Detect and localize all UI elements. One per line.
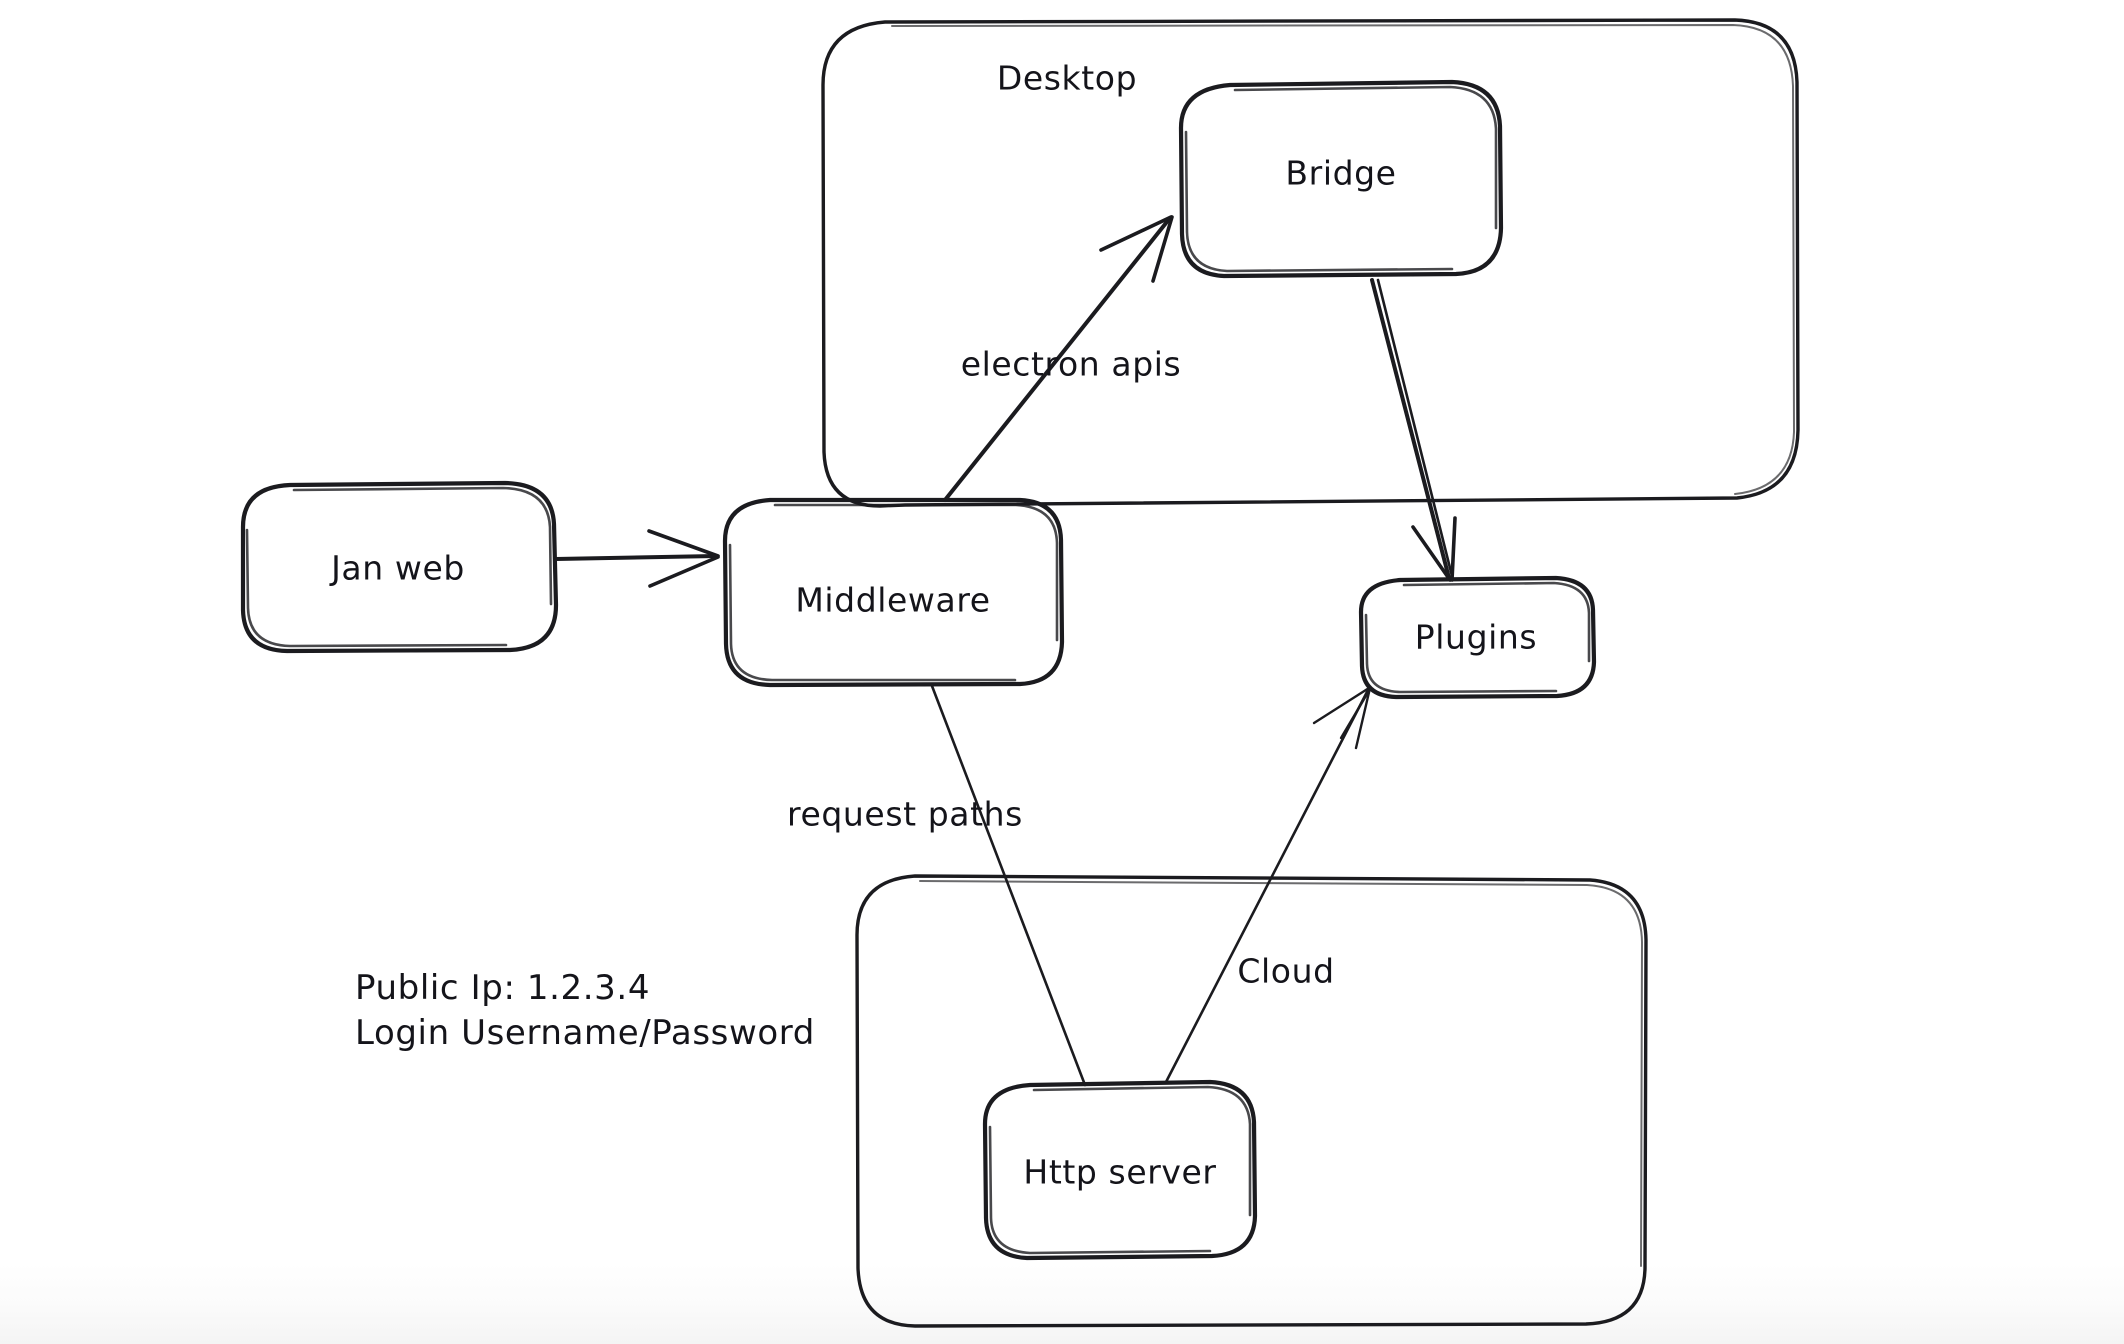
node-label-plugins[interactable]: Plugins	[1414, 617, 1538, 657]
node-label-middleware[interactable]: Middleware	[795, 580, 991, 620]
edge-label-cloud: Cloud	[1237, 951, 1335, 991]
edge-janweb-to-middleware	[554, 529, 720, 588]
node-label-bridge[interactable]: Bridge	[1285, 153, 1397, 193]
note-login: Login Username/Password	[355, 1012, 815, 1053]
edge-bridge-to-plugins	[1370, 278, 1457, 582]
container-label-desktop: Desktop	[996, 58, 1138, 98]
notes-block: Public Ip: 1.2.3.4 Login Username/Passwo…	[355, 966, 815, 1056]
edge-middleware-to-bridge	[943, 215, 1174, 502]
node-jan-web-outline	[240, 480, 559, 654]
edge-httpserver-to-plugins	[1164, 686, 1372, 1084]
edge-httpserver-to-middleware	[930, 684, 1087, 1087]
note-public-ip: Public Ip: 1.2.3.4	[355, 968, 651, 1008]
edge-label-request-paths: request paths	[787, 794, 1023, 834]
node-plugins-outline	[1358, 575, 1597, 700]
container-cloud-outline	[855, 874, 1648, 1328]
node-http-server-outline	[982, 1079, 1258, 1261]
container-desktop-outline	[821, 18, 1800, 508]
node-bridge-outline	[1178, 79, 1504, 279]
node-label-jan-web[interactable]: Jan web	[331, 548, 465, 588]
edge-label-electron-apis: electron apis	[960, 344, 1182, 384]
node-middleware-outline	[722, 497, 1065, 688]
node-label-http-server[interactable]: Http server	[1023, 1152, 1217, 1192]
